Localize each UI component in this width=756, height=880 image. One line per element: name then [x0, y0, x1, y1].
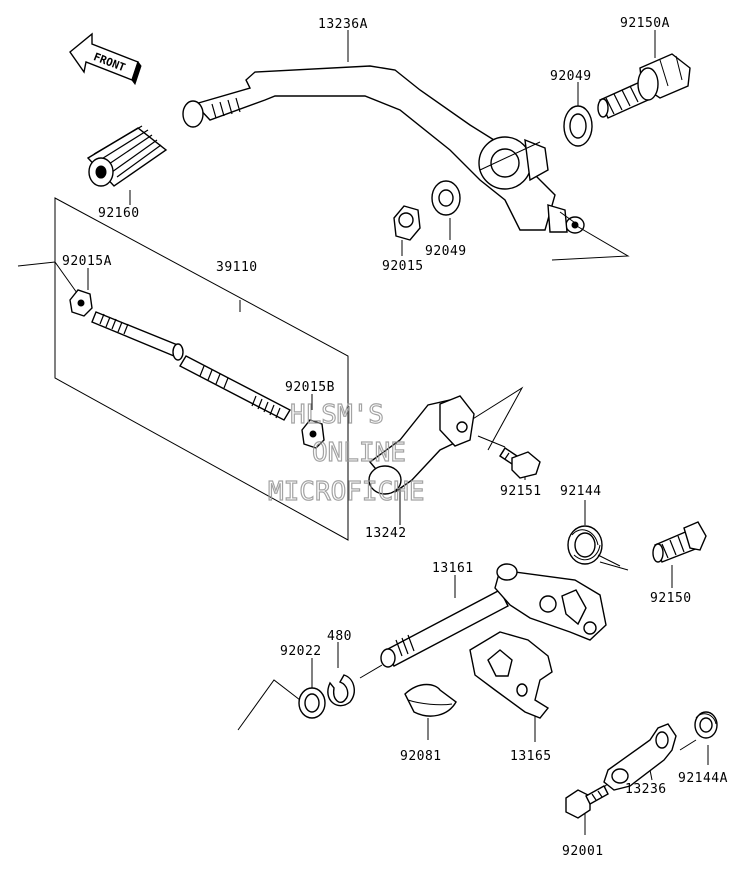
nut-92015 [393, 205, 421, 241]
shift-shaft-13161 [380, 563, 607, 668]
label-92150: 92150 [650, 591, 692, 606]
label-92150A: 92150A [620, 16, 670, 31]
watermark-line-2: ONLINE [312, 438, 406, 468]
label-13236: 13236 [625, 782, 667, 797]
guide-plate-13165 [469, 631, 553, 719]
front-direction-arrow: FRONT [69, 32, 142, 86]
clip-92081 [404, 683, 457, 717]
shift-lever-13236A [182, 65, 585, 234]
label-92049-upper: 92049 [550, 69, 592, 84]
label-92144A: 92144A [678, 771, 728, 786]
bolt-92151 [499, 447, 541, 479]
nut-92015A [69, 289, 93, 317]
bolt-92150 [652, 521, 707, 563]
tie-rod [91, 311, 291, 421]
lever-13236 [603, 723, 677, 791]
circlip-480 [327, 674, 355, 707]
washer-92049-lower [431, 180, 461, 216]
label-92081: 92081 [400, 749, 442, 764]
label-13161: 13161 [432, 561, 474, 576]
nut-92015B [301, 419, 325, 449]
pedal-rubber-92160 [86, 125, 168, 187]
label-92015B: 92015B [285, 380, 335, 395]
spring-92144A [694, 711, 718, 739]
shift-arm-13242 [368, 395, 475, 495]
label-92151: 92151 [500, 484, 542, 499]
label-92001: 92001 [562, 844, 604, 859]
bolt-92001 [565, 785, 609, 819]
watermark-line-1: HLSM'S [290, 400, 384, 430]
label-13165: 13165 [510, 749, 552, 764]
label-92049-lower: 92049 [425, 244, 467, 259]
label-39110: 39110 [216, 260, 258, 275]
label-92015A: 92015A [62, 254, 112, 269]
label-92022: 92022 [280, 644, 322, 659]
label-92144: 92144 [560, 484, 602, 499]
label-92015: 92015 [382, 259, 424, 274]
label-13236A: 13236A [318, 17, 368, 32]
rod-assembly-39110 [54, 197, 349, 541]
washer-92022 [298, 687, 326, 719]
label-13242: 13242 [365, 526, 407, 541]
label-92160: 92160 [98, 206, 140, 221]
part-labels: 13236A 92150A 92049 92160 92049 92015 92… [62, 16, 728, 859]
watermark-line-3: MICROFICHE [268, 477, 425, 507]
bolt-92150A [597, 53, 691, 119]
label-480: 480 [327, 629, 352, 644]
spring-92144 [567, 525, 621, 567]
watermark: HLSM'S ONLINE MICROFICHE [267, 399, 425, 507]
washer-92049-upper [563, 105, 593, 147]
